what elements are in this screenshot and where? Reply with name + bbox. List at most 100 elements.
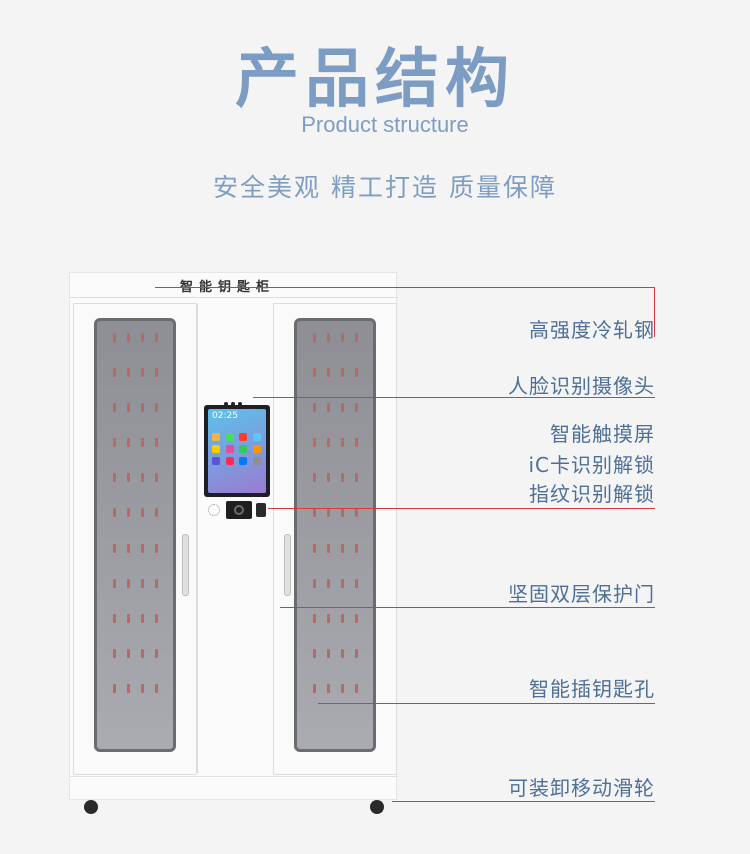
key-hook	[340, 508, 344, 518]
key-hook	[154, 578, 158, 588]
camera-icon	[224, 391, 246, 406]
key-hook	[154, 543, 158, 553]
key-hook	[340, 683, 344, 693]
key-hook	[326, 648, 330, 658]
key-hook	[354, 613, 358, 623]
key-hook	[326, 473, 330, 483]
key-hook	[140, 648, 144, 658]
key-hook	[312, 543, 316, 553]
key-hook	[354, 473, 358, 483]
left-door-handle	[182, 534, 189, 596]
leader-line-door	[280, 607, 655, 608]
leader-line-key-slot	[318, 703, 655, 704]
key-hook	[354, 438, 358, 448]
key-hook	[140, 403, 144, 413]
scanner-row	[206, 501, 270, 519]
key-hook	[312, 613, 316, 623]
key-hook	[154, 508, 158, 518]
screen-time: 02:25	[212, 411, 238, 421]
key-hook	[340, 368, 344, 378]
key-hook	[126, 578, 130, 588]
key-hook	[126, 648, 130, 658]
key-hook	[126, 613, 130, 623]
key-hook	[126, 543, 130, 553]
key-hook	[340, 473, 344, 483]
key-hook	[354, 333, 358, 342]
key-hook	[112, 543, 116, 553]
key-hook	[112, 333, 116, 342]
key-hook	[326, 368, 330, 378]
key-hook	[112, 648, 116, 658]
key-hook	[312, 648, 316, 658]
right-door-glass	[294, 318, 376, 752]
callout-steel: 高强度冷轧钢	[529, 318, 655, 342]
key-hook	[340, 648, 344, 658]
key-hook	[126, 403, 130, 413]
key-hook	[312, 403, 316, 413]
key-hook	[340, 613, 344, 623]
key-hook	[326, 438, 330, 448]
key-hook	[140, 543, 144, 553]
key-hook	[312, 473, 316, 483]
key-hook	[112, 368, 116, 378]
key-hook	[126, 683, 130, 693]
key-hook	[354, 368, 358, 378]
leader-line-fingerprint	[268, 508, 655, 509]
key-hook	[140, 683, 144, 693]
right-key-hooks	[307, 333, 363, 719]
callout-fingerprint: 指纹识别解锁	[529, 482, 655, 506]
cabinet-top-divider	[70, 297, 398, 298]
key-hook	[326, 613, 330, 623]
key-cabinet-image: 智能钥匙柜 02:25	[69, 272, 398, 800]
fingerprint-scanner-icon	[226, 501, 252, 519]
cabinet-base	[70, 776, 398, 799]
key-hook	[126, 333, 130, 342]
cabinet-label: 智能钥匙柜	[180, 280, 276, 295]
key-hook	[112, 578, 116, 588]
leader-line-steel	[155, 287, 655, 288]
key-hook	[154, 403, 158, 413]
wheel-icon	[84, 800, 98, 814]
key-hook	[312, 683, 316, 693]
left-door	[73, 303, 197, 775]
key-hook	[112, 403, 116, 413]
key-hook	[154, 333, 158, 342]
wheel-icon	[370, 800, 384, 814]
page-title: 产品结构	[235, 43, 515, 117]
callout-door: 坚固双层保护门	[508, 582, 655, 606]
key-hook	[112, 683, 116, 693]
key-hook	[326, 508, 330, 518]
leader-line-steel-drop	[654, 287, 655, 337]
callout-ic-card: iC卡识别解锁	[528, 453, 655, 477]
key-hook	[154, 438, 158, 448]
right-door	[273, 303, 397, 775]
key-hook	[340, 333, 344, 342]
key-hook	[154, 648, 158, 658]
key-hook	[140, 578, 144, 588]
slogan: 安全美观 精工打造 质量保障	[213, 173, 557, 202]
key-hook	[112, 508, 116, 518]
key-hook	[140, 613, 144, 623]
callout-touchscreen: 智能触摸屏	[550, 422, 655, 446]
key-hook	[354, 648, 358, 658]
key-hook	[326, 578, 330, 588]
key-hook	[312, 438, 316, 448]
key-hook	[140, 473, 144, 483]
touch-screen: 02:25	[204, 405, 270, 497]
key-hook	[312, 578, 316, 588]
callout-key-slot: 智能插钥匙孔	[529, 677, 655, 701]
key-hook	[326, 543, 330, 553]
key-hook	[340, 543, 344, 553]
key-hook	[154, 613, 158, 623]
key-hook	[354, 578, 358, 588]
key-hook	[340, 578, 344, 588]
key-hook	[326, 403, 330, 413]
key-hook	[312, 368, 316, 378]
key-hook	[154, 473, 158, 483]
key-hook	[312, 333, 316, 342]
key-hook	[340, 438, 344, 448]
key-hook	[154, 368, 158, 378]
key-hook	[326, 333, 330, 342]
callout-wheel: 可装卸移动滑轮	[508, 776, 655, 800]
key-hook	[112, 613, 116, 623]
